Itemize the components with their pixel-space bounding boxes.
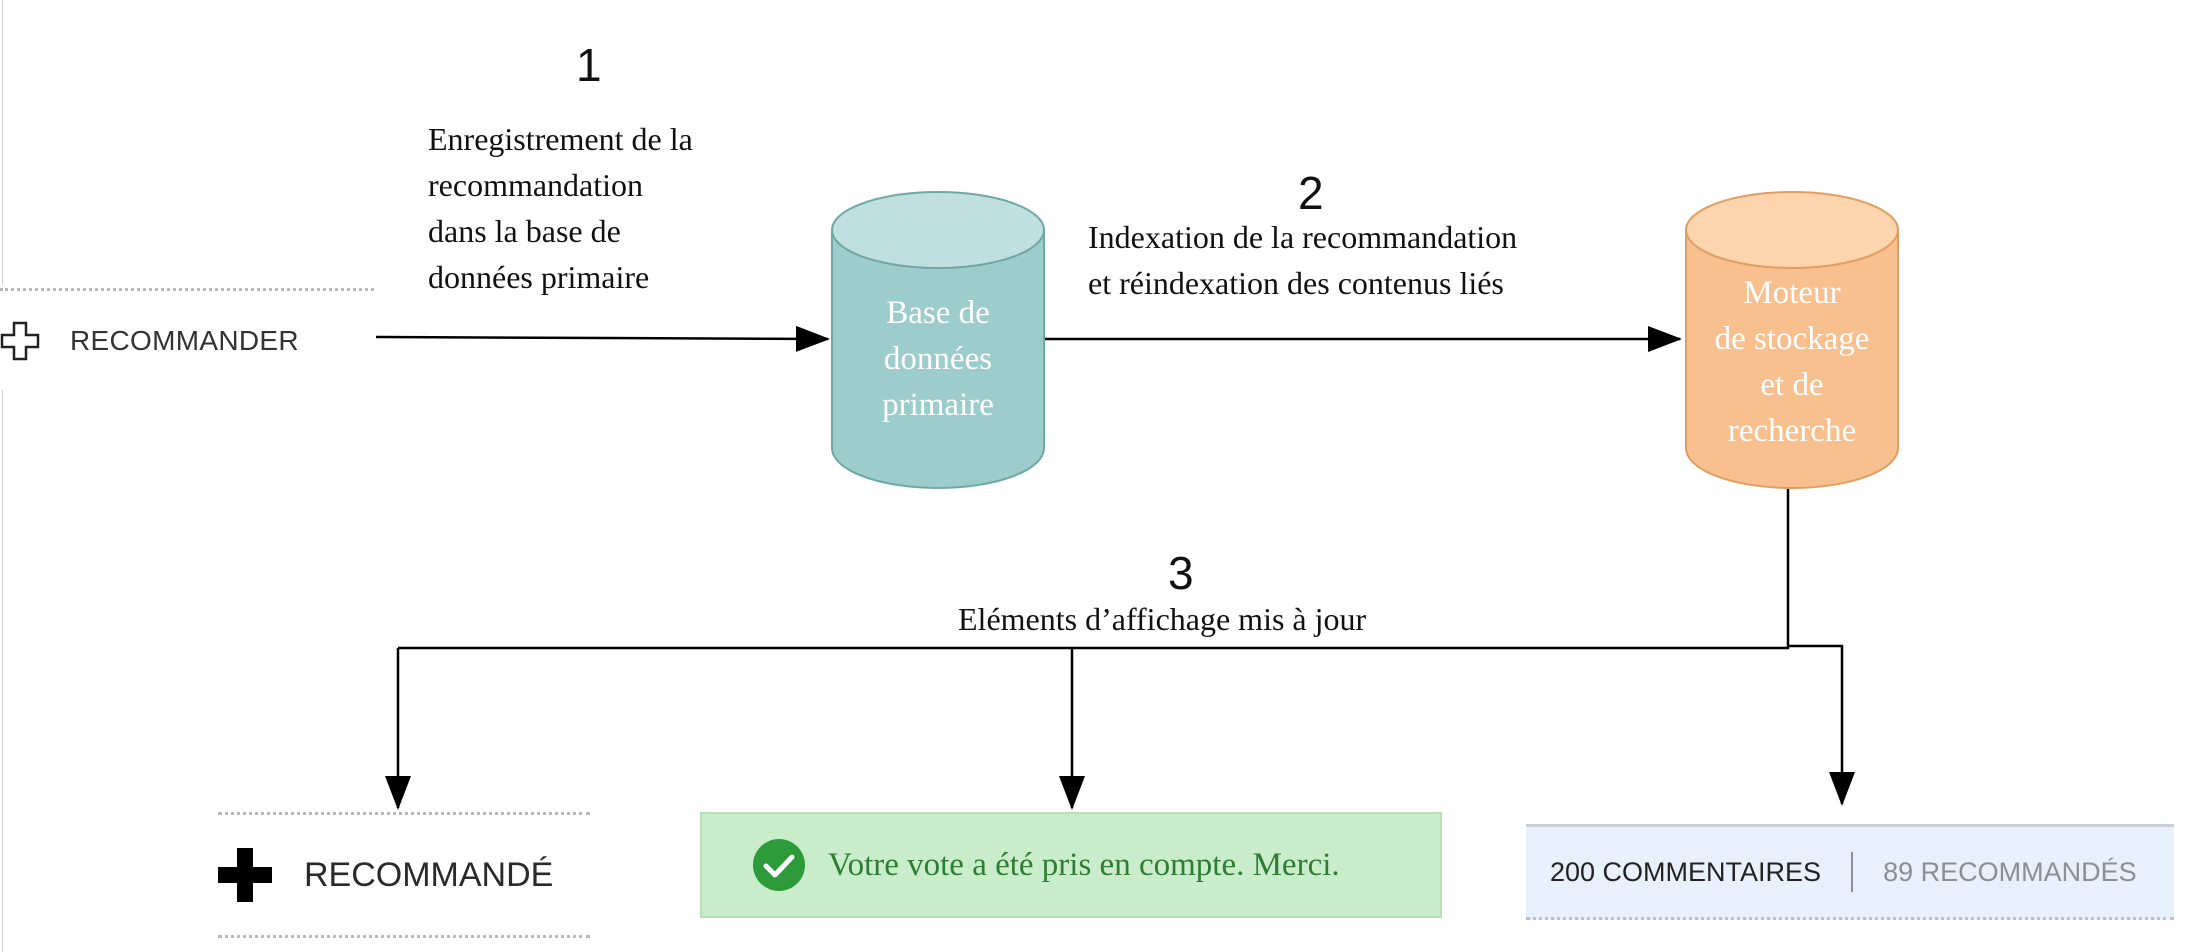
search-engine-line: recherche (1727, 413, 1857, 449)
vote-confirmation-message: Votre vote a été pris en compte. Merci. (828, 846, 1340, 883)
primary-database-line: primaire (882, 387, 994, 423)
primary-database-label: Base de données primaire (832, 290, 1044, 428)
step-1-number: 1 (576, 39, 602, 91)
plus-filled-icon (218, 848, 272, 902)
recommend-button-label: RECOMMANDER (70, 325, 299, 356)
vote-confirmation-banner: Votre vote a été pris en compte. Merci. (700, 812, 1442, 918)
step-2-description: Indexation de la recommandation et réind… (1088, 214, 1517, 306)
step-1-line: Enregistrement de la (428, 121, 693, 157)
connector-to-counters (1788, 644, 1855, 806)
step-2-line: Indexation de la recommandation (1088, 219, 1518, 255)
step-2-line: et réindexation des contenus liés (1088, 265, 1504, 301)
plus-outline-icon (0, 321, 40, 361)
recommendations-count[interactable]: 89 RECOMMANDÉS (1883, 856, 2137, 887)
left-border-bottom (2, 390, 3, 952)
step-3-description: Eléments d’affichage mis à jour (958, 601, 1367, 637)
step-1-line: données primaire (428, 259, 650, 295)
counter-divider (1851, 852, 1854, 892)
search-engine-line: Moteur (1743, 275, 1841, 311)
primary-database-line: Base de (886, 295, 990, 331)
step-2-number: 2 (1298, 167, 1324, 219)
recommended-state-label: RECOMMANDÉ (304, 855, 554, 894)
search-engine-label: Moteur de stockage et de recherche (1686, 270, 1898, 454)
search-engine-line: de stockage (1714, 321, 1870, 357)
step-1-description: Enregistrement de la recommandation dans… (428, 116, 693, 300)
step-1-line: dans la base de (428, 213, 621, 249)
recommended-state-button[interactable]: RECOMMANDÉ (218, 812, 590, 938)
step-1-line: recommandation (428, 167, 644, 203)
step-3-number: 3 (1168, 547, 1194, 599)
primary-database-line: données (883, 341, 993, 377)
recommend-button[interactable]: RECOMMANDER (0, 288, 374, 391)
search-engine-line: et de (1760, 367, 1824, 403)
counters-bar: 200 COMMENTAIRES 89 RECOMMANDÉS (1526, 824, 2174, 920)
search-engine-cylinder (1685, 191, 1899, 489)
connector-step-3 (398, 488, 1790, 650)
left-border-top (2, 0, 3, 285)
primary-database-cylinder (831, 191, 1045, 489)
comments-count[interactable]: 200 COMMENTAIRES (1550, 856, 1822, 887)
check-circle-icon (752, 838, 806, 892)
arrow-step-1 (375, 325, 830, 352)
